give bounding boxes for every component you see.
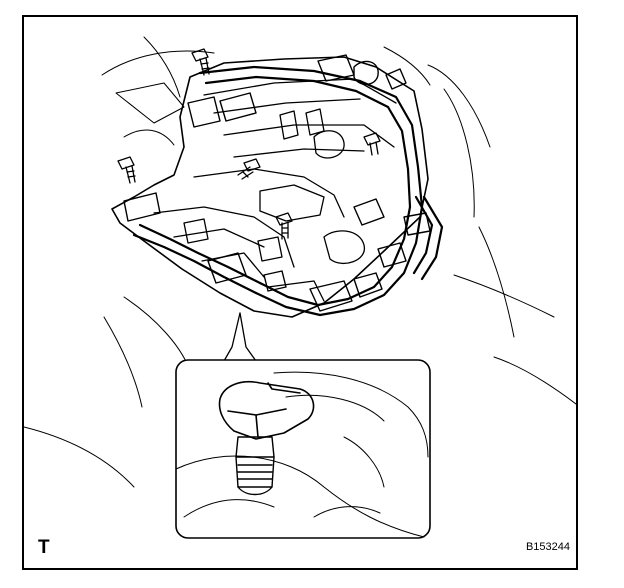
bolt-icon-middle [237, 158, 261, 180]
bolt-icon-top [191, 48, 210, 76]
sensor-connector [218, 381, 315, 440]
bolt-icon-right [363, 132, 381, 156]
callout-leader [223, 312, 257, 362]
engine-harness-illustration [24, 36, 576, 539]
detail-inset [175, 359, 431, 539]
harness-connectors [123, 54, 431, 312]
illustration-frame: T B153244 [22, 15, 578, 570]
sensor-body [235, 436, 275, 496]
figure-code: B153244 [525, 541, 570, 553]
background-engine-outline [24, 36, 576, 488]
wire-harness [132, 65, 444, 317]
corner-letter: T [38, 537, 50, 558]
bolt-icon-lower [275, 212, 293, 240]
engine-cover [111, 56, 429, 318]
bolt-icon-left [117, 156, 136, 184]
